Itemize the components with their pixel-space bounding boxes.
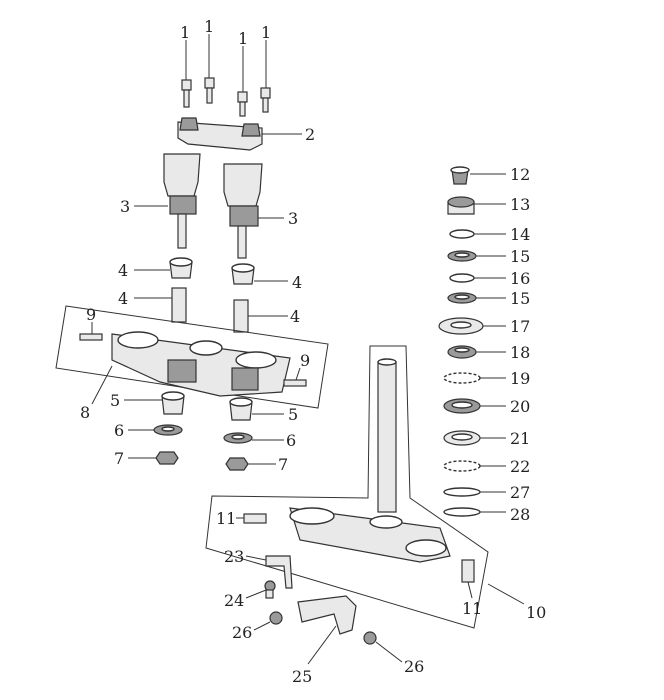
callout-26: 26 (404, 657, 424, 676)
callout-14: 14 (510, 225, 530, 244)
callout-4: 4 (118, 261, 128, 280)
callout-9: 9 (86, 305, 96, 324)
callout-17: 17 (510, 317, 530, 336)
callout-8: 8 (80, 403, 90, 422)
callout-3: 3 (288, 209, 298, 228)
callout-4: 4 (292, 273, 302, 292)
callout-22: 22 (510, 457, 530, 476)
callout-2: 2 (305, 125, 315, 144)
callout-21: 21 (510, 429, 530, 448)
callout-labels: 1 1 1 1 2 3 3 4 4 4 4 5 5 6 6 7 7 8 9 9 … (80, 17, 546, 686)
callout-15: 15 (510, 247, 530, 266)
callout-24: 24 (224, 591, 244, 610)
bolt-parts (181, 77, 271, 117)
nut-parts (155, 451, 249, 471)
callout-12: 12 (510, 165, 530, 184)
upper-clamp-group-box (55, 305, 329, 409)
callout-26: 26 (232, 623, 252, 642)
callout-1: 1 (204, 17, 214, 36)
callout-16: 16 (510, 269, 530, 288)
washer-parts (153, 424, 253, 444)
callout-23: 23 (224, 547, 244, 566)
steering-bearing-stack (438, 166, 484, 517)
callout-1: 1 (180, 23, 190, 42)
callout-11: 11 (216, 509, 236, 528)
lower-clamp-group-box (205, 345, 489, 629)
callout-6: 6 (114, 421, 124, 440)
callout-13: 13 (510, 195, 530, 214)
bushing-parts-lower (161, 391, 253, 421)
callout-25: 25 (292, 667, 312, 686)
callout-4: 5 (110, 391, 120, 410)
callout-7: 7 (114, 449, 124, 468)
callout-1: 1 (261, 23, 271, 42)
callout-5: 4 (290, 307, 300, 326)
callout-9: 9 (300, 351, 310, 370)
callout-18: 18 (510, 343, 530, 362)
callout-15: 15 (510, 289, 530, 308)
bushing-parts-upper (169, 257, 255, 285)
callout-4: 5 (288, 405, 298, 424)
callout-10: 10 (526, 603, 546, 622)
sleeve-parts (171, 287, 249, 333)
callout-20: 20 (510, 397, 530, 416)
bracket-parts (264, 555, 377, 645)
callout-27: 27 (510, 483, 530, 502)
callout-1: 1 (238, 29, 248, 48)
callout-11: 11 (462, 599, 482, 618)
callout-7: 7 (278, 455, 288, 474)
callout-6: 6 (286, 431, 296, 450)
callout-3: 3 (120, 197, 130, 216)
callout-5: 4 (118, 289, 128, 308)
upper-triple-clamp-part (79, 331, 307, 397)
callout-28: 28 (510, 505, 530, 524)
lower-triple-clamp-part (243, 358, 475, 583)
handlebar-riser-parts (163, 153, 263, 259)
handlebar-clamp-part (177, 117, 263, 151)
callout-19: 19 (510, 369, 530, 388)
